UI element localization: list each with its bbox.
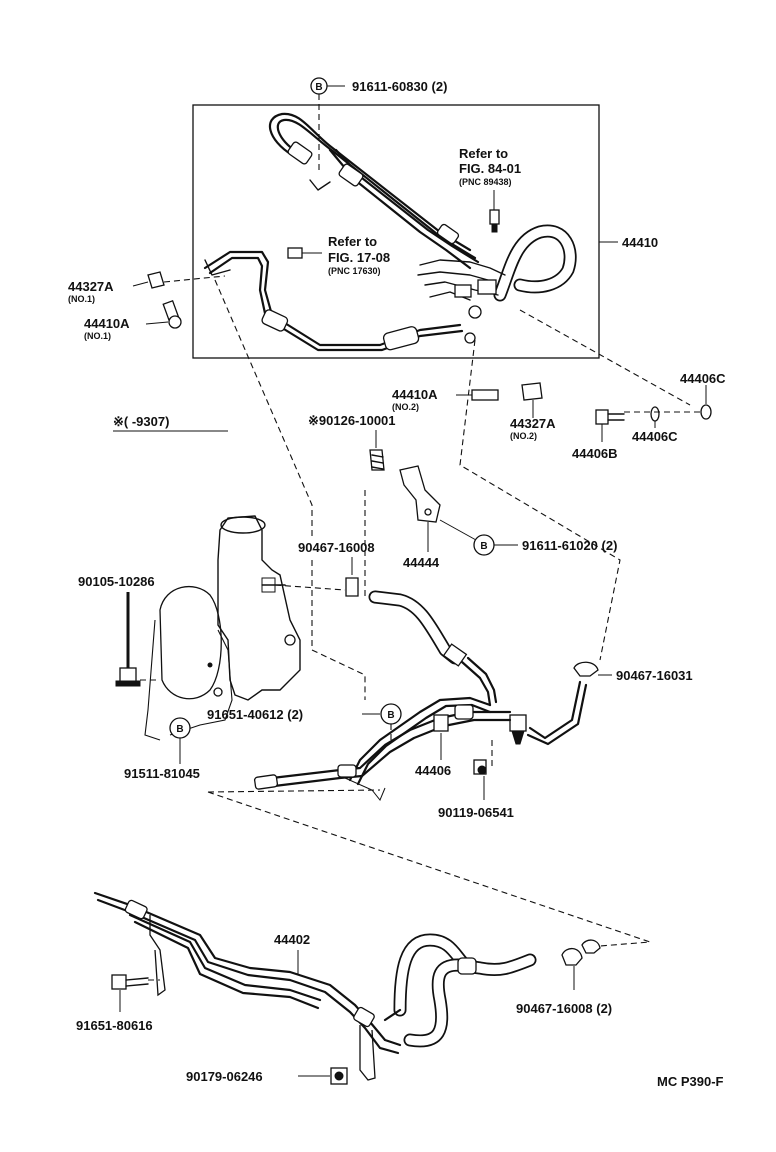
label-44327A-no2: 44327A — [510, 416, 556, 431]
label-90119-06541: 90119-06541 — [438, 805, 514, 820]
refer-b-line1: Refer to — [328, 234, 377, 249]
bolt-44410A-no1 — [145, 299, 182, 329]
clamp-pair-90467-16008 — [561, 939, 601, 990]
clamp-90467-16031 — [573, 661, 612, 677]
label-90179-06246: 90179-06246 — [186, 1069, 263, 1084]
bolt-marker-81045: B — [169, 717, 191, 764]
label-91651-40612: 91651-40612 (2) — [207, 707, 303, 722]
label-90467-16008: 90467-16008 — [298, 540, 375, 555]
clip-44327A-no2 — [521, 382, 543, 418]
union-icon — [287, 247, 322, 259]
union-bolt-44406B — [595, 409, 625, 442]
refer-a-line1: Refer to — [459, 146, 508, 161]
label-44327A-no2-sub: (NO.2) — [510, 431, 537, 441]
refer-a-line3: (PNC 89438) — [459, 177, 512, 187]
pipe-fittings-cluster — [417, 259, 506, 344]
label-91511-81045: 91511-81045 — [124, 766, 200, 781]
power-steering-pump — [144, 515, 346, 741]
return-hose-box — [493, 224, 577, 302]
label-90105-10286: 90105-10286 — [78, 574, 155, 589]
bolt-marker-40612: B — [362, 703, 402, 742]
label-44406C-b: 44406C — [632, 429, 678, 444]
label-44406: 44406 — [415, 763, 451, 778]
bolt-91651-80616 — [111, 974, 160, 1012]
pipe-assembly-44402 — [93, 891, 402, 1081]
label-91611-61020: 91611-61020 (2) — [522, 538, 617, 553]
gasket-44406C-b — [650, 406, 660, 428]
label-44444: 44444 — [403, 555, 440, 570]
assembly-box-44410 — [192, 104, 600, 359]
pressure-pipe-lower — [203, 250, 464, 352]
label-44406C-a: 44406C — [680, 371, 726, 386]
label-44327A-no1-sub: (NO.1) — [68, 294, 95, 304]
pressure-pipe-middle — [253, 696, 512, 801]
label-91651-80616: 91651-80616 — [76, 1018, 153, 1033]
stud-bolt-90126 — [369, 430, 385, 471]
svg-text:B: B — [387, 710, 394, 721]
label-90467-16008-2: 90467-16008 (2) — [516, 1001, 612, 1016]
label-44410A-no2-sub: (NO.2) — [392, 402, 419, 412]
footer-page-code: MC P390-F — [657, 1074, 724, 1089]
bolt-44410A-no2 — [456, 389, 499, 401]
label-44327A-no1: 44327A — [68, 279, 114, 294]
clip-44327A-no1 — [132, 271, 226, 289]
gasket-44406C-a — [700, 385, 712, 420]
label-44406B: 44406B — [572, 446, 618, 461]
svg-text:B: B — [315, 82, 322, 93]
label-90467-16031: 90467-16031 — [616, 668, 693, 683]
svg-text:B: B — [480, 541, 487, 552]
label-44410A-no1: 44410A — [84, 316, 130, 331]
sensor-icon — [489, 190, 500, 233]
bolt-marker-top: B — [310, 77, 345, 170]
label-90126-10001: ※90126-10001 — [308, 413, 396, 428]
refer-b-line3: (PNC 17630) — [328, 266, 381, 276]
bracket-44444 — [399, 465, 477, 552]
label-44410A-no1-sub: (NO.1) — [84, 331, 111, 341]
clamp-90467-16008 — [345, 557, 359, 597]
label-44402: 44402 — [274, 932, 310, 947]
nut-90179 — [298, 1067, 348, 1085]
return-pipe-right — [509, 680, 588, 746]
label-44410A-no2: 44410A — [392, 387, 438, 402]
label-44410: 44410 — [622, 235, 658, 250]
label-91611-60830: 91611-60830 (2) — [352, 79, 447, 94]
svg-text:B: B — [176, 724, 183, 735]
refer-b-line2: FIG. 17-08 — [328, 250, 390, 265]
note-date-range: ※( -9307) — [113, 414, 169, 429]
suction-hose — [368, 590, 498, 707]
refer-a-line2: FIG. 84-01 — [459, 161, 521, 176]
return-hoses-bottom — [383, 933, 537, 1048]
bolt-marker-61020: B — [473, 534, 518, 556]
pressure-pipe-upper — [268, 112, 480, 270]
bolt-90105 — [115, 592, 158, 687]
bolt-90119 — [473, 740, 493, 800]
